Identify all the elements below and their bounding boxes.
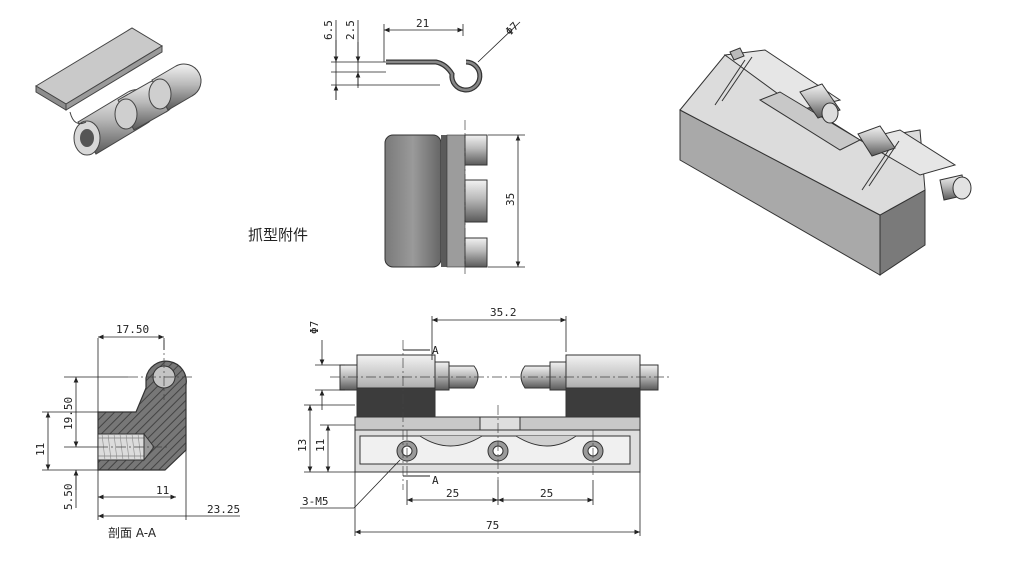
section-mark-bottom: A <box>432 474 439 487</box>
dim-11-left: 11 <box>34 443 47 456</box>
top-profile-view: 6.5 2.5 21 Φ7 <box>322 17 521 100</box>
section-a-a-view: 17.50 19.50 11 5.50 11 23.25 剖面 A-A <box>34 323 240 540</box>
dim-25-right: 25 <box>540 487 553 500</box>
dim-75: 75 <box>486 519 499 532</box>
section-mark-top: A <box>432 344 439 357</box>
front-view: A A Φ7 35.2 13 11 3-M5 25 25 75 <box>296 306 670 536</box>
dim-13: 13 <box>296 439 309 452</box>
dim-6-5: 6.5 <box>322 20 335 40</box>
side-view-35: 35 <box>384 120 525 275</box>
iso-hinge-leaf <box>35 27 202 156</box>
dim-3-m5: 3-M5 <box>302 495 329 508</box>
dim-17-50: 17.50 <box>116 323 149 336</box>
dim-5-50: 5.50 <box>62 484 75 511</box>
dim-23-25: 23.25 <box>207 503 240 516</box>
dim-35: 35 <box>504 193 517 206</box>
part-label: 抓型附件 <box>248 226 308 244</box>
dim-35-2: 35.2 <box>490 306 517 319</box>
iso-assembly <box>679 47 972 276</box>
dim-21: 21 <box>416 17 429 30</box>
section-label: 剖面 A-A <box>108 526 157 540</box>
dim-11-front: 11 <box>314 439 327 452</box>
dim-phi7-front: Φ7 <box>308 321 321 334</box>
dim-11-bottom: 11 <box>156 484 169 497</box>
dim-2-5: 2.5 <box>344 20 357 40</box>
dim-19-50: 19.50 <box>62 397 75 430</box>
dim-25-left: 25 <box>446 487 459 500</box>
